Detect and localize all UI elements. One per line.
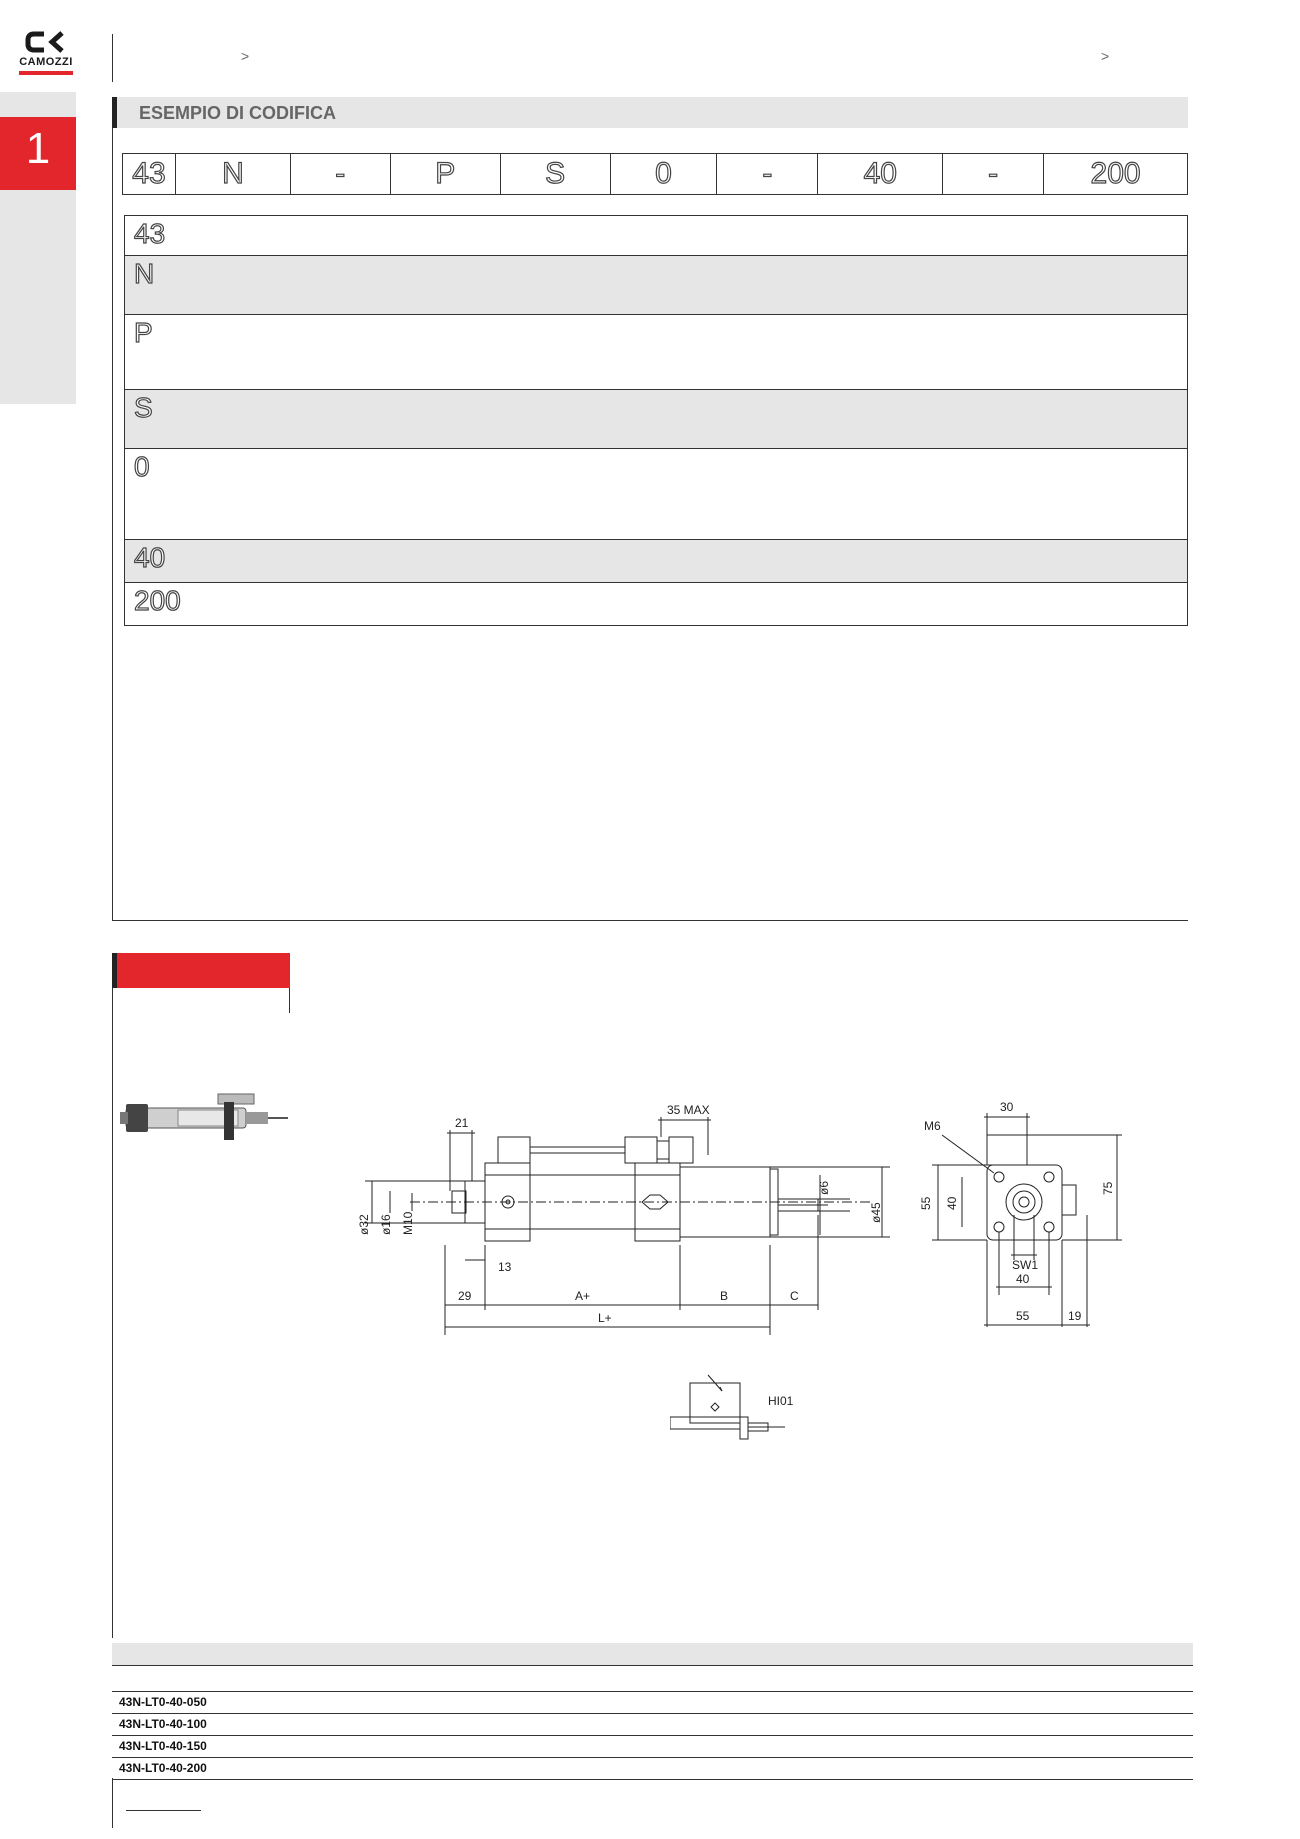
camozzi-logo: CAMOZZI	[14, 30, 78, 76]
breadcrumb-separator: >	[241, 48, 250, 64]
brand-name: CAMOZZI	[19, 56, 73, 68]
code-value: 43	[133, 217, 166, 249]
code-part: P	[391, 154, 501, 194]
dim-label: B	[720, 1289, 728, 1303]
code-legend-row: N	[125, 256, 1187, 315]
dim-label: 35 MAX	[667, 1103, 710, 1117]
dim-label: 40	[1016, 1272, 1030, 1286]
code-part: -	[717, 154, 819, 194]
dimension-drawing-side: 30 M6 55 40 75 SW1 40 55 19	[912, 1095, 1132, 1340]
footer-line	[126, 1810, 201, 1811]
dim-label: 75	[1101, 1181, 1115, 1195]
dim-label: 55	[919, 1196, 933, 1210]
code-legend-row: 0	[125, 449, 1187, 540]
code-value: P	[133, 316, 153, 348]
section-header-red	[112, 953, 290, 988]
dim-label: ø6	[817, 1181, 831, 1195]
table-row: 43N-LT0-40-200	[112, 1758, 1193, 1780]
dim-label: ø16	[379, 1214, 393, 1235]
table-row: 43N-LT0-40-050	[112, 1692, 1193, 1714]
brand-bar	[19, 71, 73, 75]
chapter-number: 1	[25, 124, 51, 173]
code-part: 43	[123, 154, 176, 194]
dim-label: 13	[498, 1260, 512, 1274]
header-divider	[112, 34, 113, 82]
code-value: 200	[133, 584, 181, 616]
dim-label: L+	[598, 1311, 612, 1325]
code-legend-table: 43 N P S 0 40 200	[124, 215, 1188, 626]
code-value: 0	[133, 450, 150, 482]
models-table: 43N-LT0-40-050 43N-LT0-40-100 43N-LT0-40…	[112, 1643, 1193, 1780]
dim-label: C	[790, 1289, 799, 1303]
section-marker	[112, 953, 117, 988]
dim-label: 29	[458, 1289, 472, 1303]
table-row: 43N-LT0-40-150	[112, 1736, 1193, 1758]
pneumatic-symbol: HI01	[669, 1365, 820, 1445]
code-part: -	[943, 154, 1045, 194]
section-marker	[112, 97, 117, 128]
code-part: N	[176, 154, 291, 194]
dim-label: ø32	[357, 1214, 371, 1235]
dim-label: SW1	[1012, 1258, 1038, 1272]
code-example-row: 43 N - P S 0 - 40 - 200	[122, 153, 1188, 195]
symbol-label: HI01	[768, 1394, 794, 1408]
section-frame-line	[112, 97, 113, 920]
footer-divider	[112, 1778, 113, 1828]
breadcrumb-separator: >	[1101, 48, 1110, 64]
camozzi-mark-icon	[25, 31, 64, 53]
code-part: -	[291, 154, 391, 194]
section2-frame-line	[112, 988, 113, 1638]
code-part: 0	[611, 154, 718, 194]
dimension-drawing-front: 21 35 MAX ø6 ø45 ø32 ø16 M10 13 29 A+ B	[350, 1095, 910, 1340]
code-legend-row: 43	[125, 216, 1187, 256]
code-legend-row: 200	[125, 583, 1187, 625]
dim-label: ø45	[869, 1202, 883, 1223]
code-part: 40	[818, 154, 944, 194]
product-photo	[118, 1090, 290, 1146]
section-header: ESEMPIO DI CODIFICA	[112, 97, 1188, 128]
dim-label: A+	[575, 1289, 590, 1303]
code-legend-row: P	[125, 315, 1187, 390]
chapter-tab[interactable]	[0, 117, 76, 190]
dim-label: 55	[1016, 1309, 1030, 1323]
code-value: S	[133, 391, 153, 423]
dim-label: M10	[401, 1211, 415, 1235]
code-value: 40	[133, 541, 166, 573]
dim-label: M6	[924, 1119, 941, 1133]
code-legend-row: 40	[125, 540, 1187, 583]
code-legend-row: S	[125, 390, 1187, 449]
table-subheader	[112, 1666, 1193, 1692]
dim-label: 21	[455, 1116, 469, 1130]
table-row: 43N-LT0-40-100	[112, 1714, 1193, 1736]
code-part: 200	[1044, 154, 1188, 194]
table-header	[112, 1643, 1193, 1666]
section-title: ESEMPIO DI CODIFICA	[139, 103, 337, 123]
dim-label: 30	[1000, 1100, 1014, 1114]
code-part: S	[501, 154, 611, 194]
code-value: N	[133, 257, 155, 289]
dim-label: 40	[945, 1196, 959, 1210]
dim-label: 19	[1068, 1309, 1082, 1323]
section-bottom-line	[112, 920, 1188, 921]
